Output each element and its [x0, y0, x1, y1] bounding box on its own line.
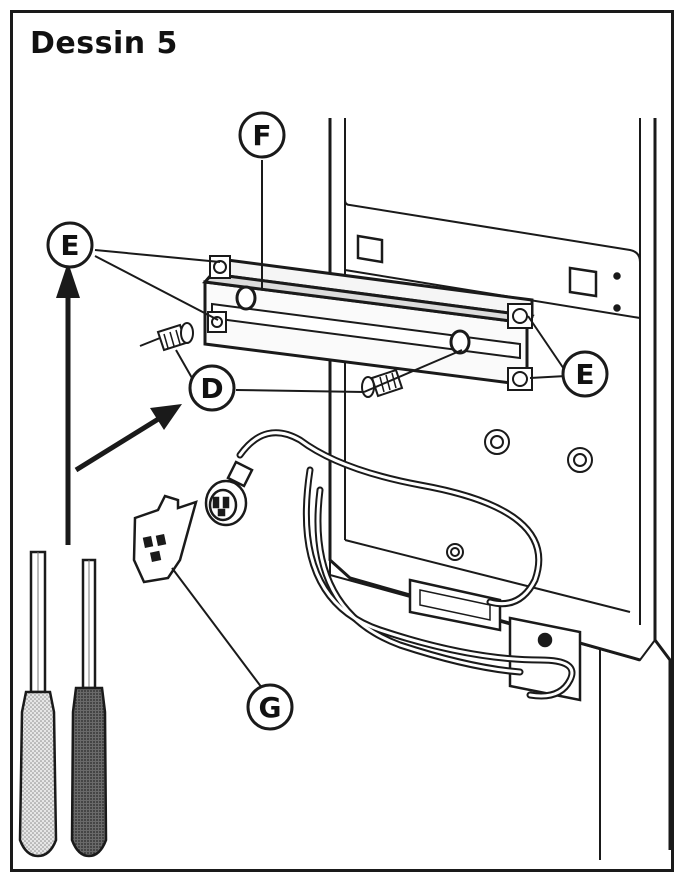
mounting-bracket: [202, 256, 535, 387]
insert-arrow: [74, 404, 182, 473]
screw-e-top-left: [209, 255, 231, 279]
screw-e-bottom-left: [207, 311, 227, 333]
lift-arrow: [56, 262, 80, 545]
grommet-1: [484, 429, 510, 455]
appliance-back: [328, 118, 672, 860]
power-plug: [204, 460, 254, 527]
power-cord-inner: [238, 431, 574, 698]
power-cord: [236, 429, 576, 700]
callout-d-label: D: [200, 372, 223, 405]
screwdriver-flat-icon: [18, 550, 58, 858]
callout-e-left-label: E: [60, 229, 79, 262]
callout-e-left: E: [46, 221, 94, 269]
vent-left: [356, 234, 384, 264]
screwdriver-phillips-icon: [70, 558, 108, 858]
diagram-title: Dessin 5: [30, 26, 178, 61]
callout-d: D: [188, 364, 236, 412]
callout-e-right-label: E: [575, 358, 594, 391]
callout-f: F: [238, 111, 286, 159]
callout-g-label: G: [259, 691, 282, 724]
grommet-3: [446, 543, 464, 561]
cord-clip: [408, 578, 502, 632]
callout-f-label: F: [252, 119, 271, 152]
callout-e-right: E: [561, 350, 609, 398]
callout-g: G: [246, 683, 294, 731]
outlet-cover: [132, 494, 198, 584]
vent-right: [568, 266, 621, 312]
screw-e-bottom-right: [507, 367, 533, 391]
screw-d-left: [139, 322, 194, 352]
leader-lines: [94, 160, 567, 689]
grommet-2: [567, 447, 593, 473]
